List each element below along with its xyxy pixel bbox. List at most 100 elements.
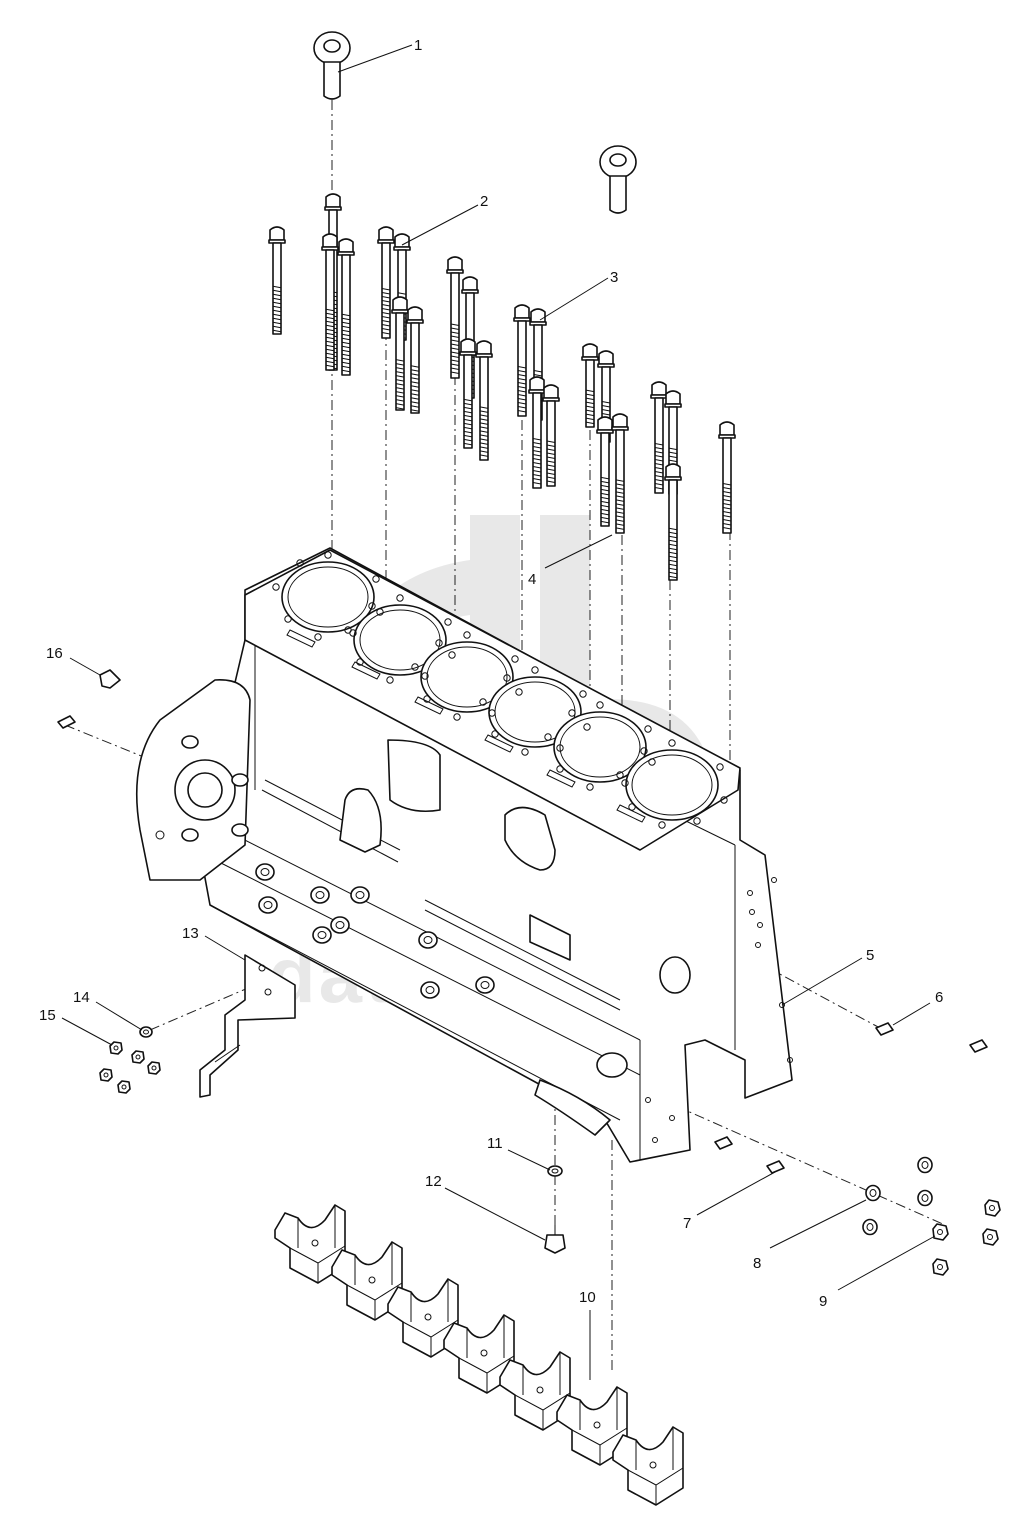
block-boss: [420, 981, 440, 999]
callout-14: 14: [73, 989, 90, 1006]
bearing-cap: [387, 1278, 459, 1358]
head-bolt: [337, 238, 355, 376]
cylinder-block-deck: [244, 549, 741, 851]
deck-hole: [668, 739, 676, 747]
block-hole: [779, 1002, 785, 1008]
main-bearing-caps: [274, 1204, 684, 1506]
callout-12: 12: [425, 1173, 442, 1190]
callout-5: 5: [866, 947, 874, 964]
deck-hole: [544, 733, 552, 741]
deck-hole: [491, 730, 499, 738]
head-bolt: [664, 463, 682, 581]
block-hole: [787, 1057, 793, 1063]
deck-hole: [421, 672, 429, 680]
block-hole: [749, 909, 755, 915]
deck-hole: [411, 663, 419, 671]
washer-14: [139, 1026, 153, 1038]
deck-hole: [444, 618, 452, 626]
deck-hole: [396, 594, 404, 602]
deck-hole: [658, 821, 666, 829]
deck-hole: [640, 747, 648, 755]
deck-hole: [344, 626, 352, 634]
deck-hole: [272, 583, 280, 591]
callout-15: 15: [39, 1007, 56, 1024]
deck-hole: [368, 602, 376, 610]
deck-hole: [621, 779, 629, 787]
bearing-cap: [612, 1426, 684, 1506]
block-hole: [755, 942, 761, 948]
deck-hole: [284, 615, 292, 623]
block-hole: [645, 1097, 651, 1103]
cylinder-bore: [625, 749, 719, 821]
hex-nut: [109, 1041, 123, 1055]
hex-nut: [147, 1061, 161, 1075]
sealing-ring-11: [547, 1165, 563, 1177]
washer: [862, 1218, 878, 1236]
bearing-cap: [443, 1314, 515, 1394]
deck-hole: [448, 651, 456, 659]
block-boss: [312, 926, 332, 944]
block-boss: [350, 886, 370, 904]
callout-9: 9: [819, 1293, 827, 1310]
deck-slot: [546, 769, 576, 788]
end-plate: [135, 679, 251, 881]
deck-hole: [693, 817, 701, 825]
head-bolt: [542, 384, 560, 487]
deck-hole: [503, 674, 511, 682]
deck-slot: [286, 629, 316, 648]
head-bolt: [718, 421, 736, 534]
deck-hole: [463, 631, 471, 639]
washer: [917, 1156, 933, 1174]
block-hole: [747, 890, 753, 896]
callout-16: 16: [46, 645, 63, 662]
callout-4: 4: [528, 571, 536, 588]
nuts-15: [99, 1041, 161, 1094]
deck-slot: [616, 804, 646, 823]
callout-labels: 1 2 3 4 5 6 7 8 9 10 11 12 13 14 15 16: [39, 37, 943, 1310]
deck-hole: [324, 551, 332, 559]
leader-lines: [61, 44, 936, 1380]
cylinder-block: [197, 547, 793, 1163]
cylinder-bore: [353, 604, 447, 676]
deck-hole: [568, 709, 576, 717]
hex-nut: [131, 1050, 145, 1064]
block-hole: [652, 1137, 658, 1143]
bearing-cap: [556, 1386, 628, 1466]
block-boss: [330, 916, 350, 934]
nuts-9: [932, 1199, 1001, 1276]
hex-nut: [117, 1080, 131, 1094]
head-bolt: [611, 413, 629, 534]
head-bolt: [664, 390, 682, 495]
dowel-pin-16: [99, 669, 121, 689]
head-bolt: [406, 306, 424, 414]
deck-hole: [376, 608, 384, 616]
deck-hole: [386, 676, 394, 684]
hex-nut: [984, 1199, 1001, 1217]
deck-hole: [579, 690, 587, 698]
deck-hole: [531, 666, 539, 674]
callout-1: 1: [414, 37, 422, 54]
cylinder-bore: [420, 641, 514, 713]
head-bolt: [459, 338, 477, 449]
deck-hole: [586, 783, 594, 791]
callout-7: 7: [683, 1215, 691, 1232]
deck-hole: [511, 655, 519, 663]
dowel-pin-6: [875, 1022, 988, 1053]
deck-hole: [314, 633, 322, 641]
block-boss: [255, 863, 275, 881]
callout-11: 11: [487, 1135, 503, 1152]
lifting-eye-bolt-2: [599, 145, 637, 214]
bracket: [199, 954, 296, 1098]
deck-hole: [435, 639, 443, 647]
hex-nut: [932, 1258, 949, 1276]
block-hole: [771, 877, 777, 883]
block-hole: [669, 1115, 675, 1121]
block-boss: [475, 976, 495, 994]
deck-hole: [616, 771, 624, 779]
callout-10: 10: [579, 1289, 596, 1306]
callout-6: 6: [935, 989, 943, 1006]
deck-hole: [521, 748, 529, 756]
callout-8: 8: [753, 1255, 761, 1272]
deck-slot: [484, 734, 514, 753]
bearing-cap: [331, 1241, 403, 1321]
